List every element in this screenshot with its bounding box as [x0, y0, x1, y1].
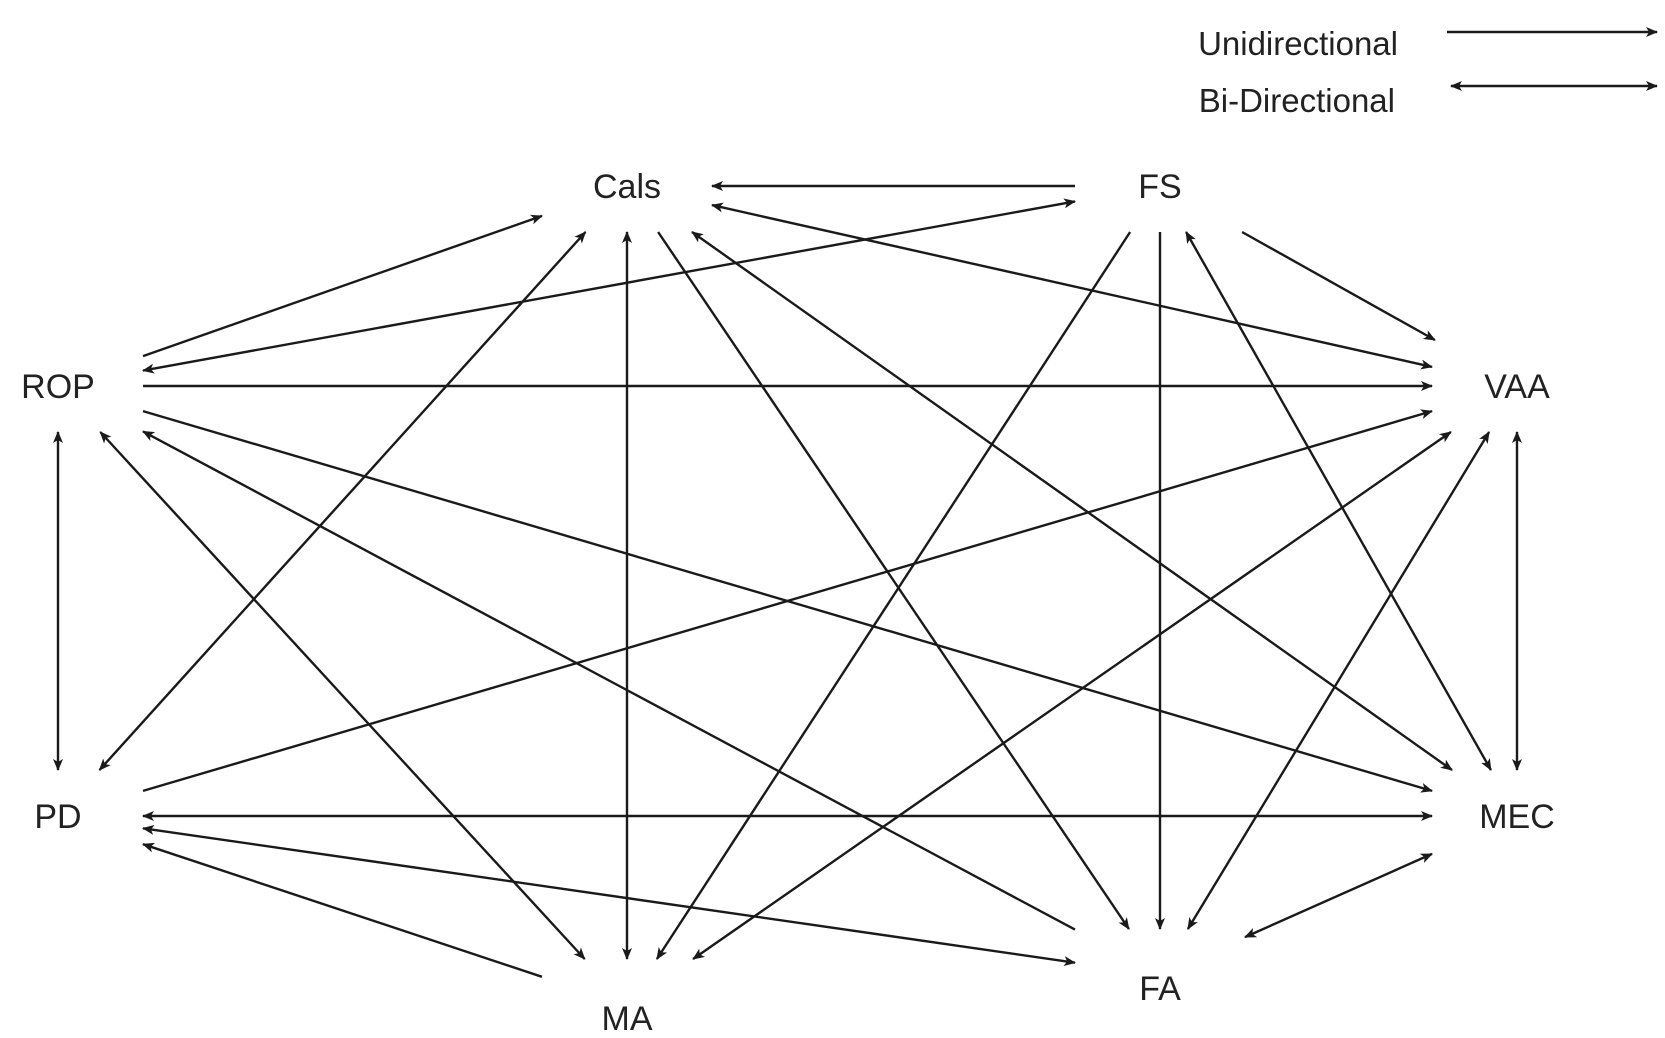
- edge-fa-rop: [142, 430, 1076, 931]
- edges-layer: [53, 181, 1522, 978]
- node-mec: MEC: [1479, 798, 1555, 836]
- edge-mec-fa: [1244, 852, 1433, 939]
- node-vaa: VAA: [1484, 368, 1550, 406]
- edge-cals-fa: [657, 231, 1130, 930]
- edge-pd-fa: [142, 824, 1076, 967]
- legend-bidirectional-label: Bi-Directional: [1199, 82, 1395, 119]
- nodes-layer: Cals FS ROP VAA PD MEC MA FA: [21, 168, 1555, 1038]
- legend-unidirectional-label: Unidirectional: [1198, 25, 1398, 62]
- legend: Unidirectional Bi-Directional: [1198, 25, 1658, 119]
- edge-cals-pd: [98, 231, 587, 771]
- edge-rop-ma: [99, 431, 586, 960]
- edge-cals-vaa: [711, 202, 1433, 370]
- edge-vaa-ma: [692, 431, 1452, 960]
- edge-vaa-fa: [1186, 431, 1491, 930]
- edge-ma-pd: [142, 842, 543, 978]
- edge-fs-ma: [655, 231, 1132, 960]
- node-fa: FA: [1139, 970, 1181, 1008]
- edge-fs-rop: [142, 198, 1076, 374]
- edge-fs-vaa: [1241, 230, 1436, 342]
- node-fs: FS: [1138, 168, 1181, 206]
- node-pd: PD: [34, 798, 81, 836]
- node-cals: Cals: [593, 168, 661, 206]
- node-rop: ROP: [21, 368, 95, 406]
- node-ma: MA: [602, 1000, 653, 1038]
